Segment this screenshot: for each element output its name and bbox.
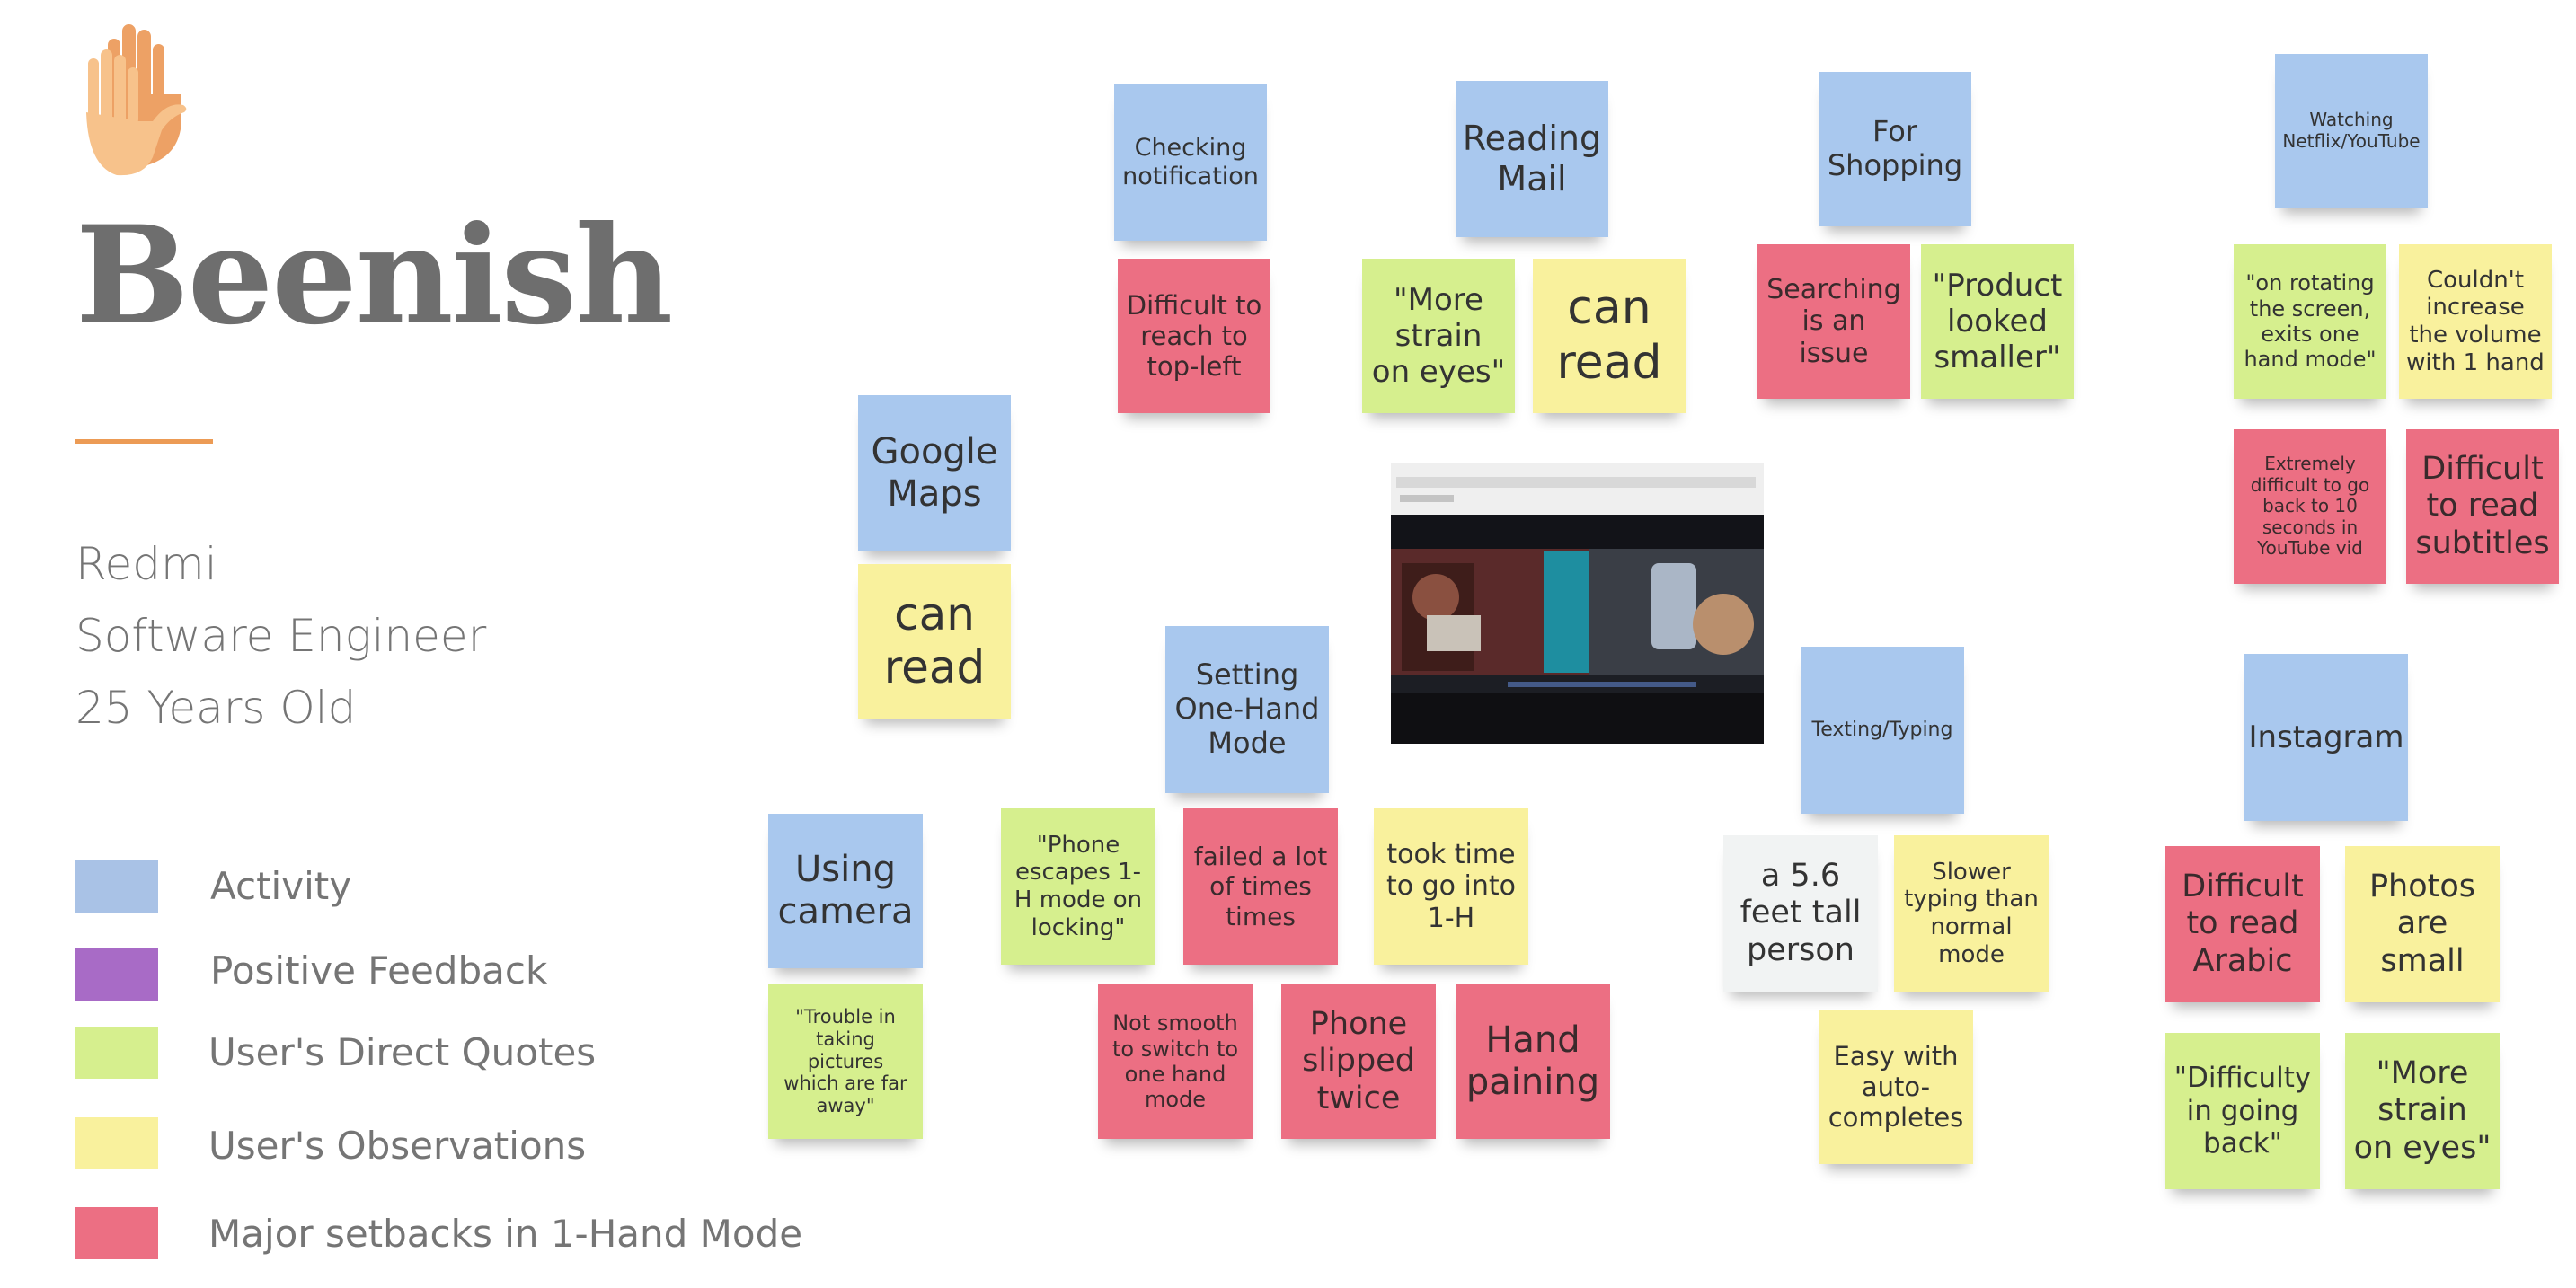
hands-logo <box>86 24 187 188</box>
note-checking-notification: Checking notification <box>1114 84 1267 241</box>
note-instagram: Instagram <box>2244 654 2408 821</box>
note-difficult-subtitles: Difficult to read subtitles <box>2406 429 2559 584</box>
note-difficult-arabic: Difficult to read Arabic <box>2165 846 2320 1002</box>
title-divider <box>75 439 213 444</box>
note-setting-one-hand: Setting One-Hand Mode <box>1165 626 1329 793</box>
note-not-smooth: Not smooth to switch to one hand mode <box>1098 984 1253 1139</box>
note-took-time: took time to go into 1-H <box>1374 808 1528 965</box>
note-extremely-difficult: Extremely difficult to go back to 10 sec… <box>2234 429 2386 584</box>
legend-label-setbacks: Major setbacks in 1-Hand Mode <box>208 1212 803 1256</box>
note-can-read-1: can read <box>1533 259 1686 413</box>
legend-swatch-observations <box>75 1117 158 1169</box>
note-watching-netflix: Watching Netflix/YouTube <box>2275 54 2428 208</box>
legend-label-observations: User's Observations <box>208 1124 587 1168</box>
note-more-strain-1: "More strain on eyes" <box>1362 259 1515 413</box>
note-product-smaller: "Product looked smaller" <box>1921 244 2074 399</box>
legend-label-activity: Activity <box>210 864 352 908</box>
legend-label-quotes: User's Direct Quotes <box>208 1030 597 1074</box>
legend-swatch-quotes <box>75 1027 158 1079</box>
note-texting-typing: Texting/Typing <box>1801 647 1964 814</box>
note-searching-issue: Searching is an issue <box>1757 244 1910 399</box>
note-difficulty-back: "Difficulty in going back" <box>2165 1033 2320 1189</box>
note-failed-lot: failed a lot of times times <box>1183 808 1338 965</box>
note-reading-mail: Reading Mail <box>1456 81 1608 237</box>
note-using-camera: Using camera <box>768 814 923 968</box>
persona-occupation: Software Engineer <box>75 610 487 662</box>
note-couldnt-volume: Couldn't increase the volume with 1 hand <box>2399 244 2552 399</box>
note-phone-escapes: "Phone escapes 1- H mode on locking" <box>1001 808 1155 965</box>
persona-age: 25 Years Old <box>75 682 357 734</box>
legend-label-positive: Positive Feedback <box>210 948 548 992</box>
legend-swatch-setbacks <box>75 1207 158 1259</box>
note-phone-slipped: Phone slipped twice <box>1281 984 1436 1139</box>
note-for-shopping: For Shopping <box>1819 72 1971 226</box>
legend-swatch-activity <box>75 860 158 913</box>
note-easy-auto: Easy with auto- completes <box>1819 1010 1973 1164</box>
note-difficult-top-left: Difficult to reach to top-left <box>1118 259 1270 413</box>
persona-phone: Redmi <box>75 538 217 590</box>
note-google-maps: Google Maps <box>858 395 1011 551</box>
persona-name: Beenish <box>75 197 673 355</box>
note-on-rotating: "on rotating the screen, exits one hand … <box>2234 244 2386 399</box>
note-trouble-pictures: "Trouble in taking pictures which are fa… <box>768 984 923 1139</box>
note-photos-small: Photos are small <box>2345 846 2500 1002</box>
note-more-strain-2: "More strain on eyes" <box>2345 1033 2500 1189</box>
interview-photo <box>1391 463 1764 744</box>
note-can-read-2: can read <box>858 564 1011 719</box>
note-slower-typing: Slower typing than normal mode <box>1894 835 2049 992</box>
note-hand-paining: Hand paining <box>1456 984 1610 1139</box>
legend-swatch-positive <box>75 948 158 1001</box>
persona-details: Redmi Software Engineer 25 Years Old <box>75 528 486 744</box>
note-tall-person: a 5.6 feet tall person <box>1723 835 1878 992</box>
